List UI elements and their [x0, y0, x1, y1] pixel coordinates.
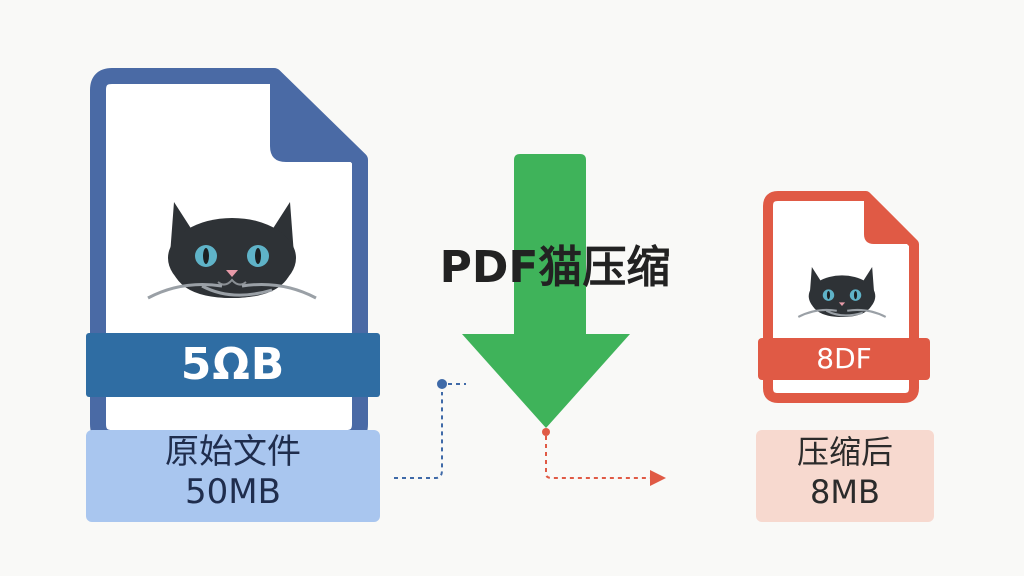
diagram-title: PDF猫压缩 [439, 242, 671, 293]
compressed-size-label: 8DF [816, 342, 872, 375]
cat-face-icon [147, 202, 317, 300]
connector-right [542, 428, 666, 486]
connector-left [394, 379, 466, 479]
original-size-band [86, 333, 380, 397]
compressed-caption-box [756, 430, 934, 522]
compressed-size-band [758, 338, 930, 380]
compressed-caption: 压缩后 8MB [756, 432, 934, 512]
original-caption-size: 50MB [185, 472, 281, 512]
original-caption-title: 原始文件 [165, 432, 301, 472]
original-size-label: 5ΩB [180, 339, 286, 390]
compressed-caption-title: 压缩后 [796, 433, 893, 471]
down-arrow-icon [462, 154, 630, 428]
cat-face-icon [797, 267, 887, 318]
compressed-caption-size: 8MB [810, 473, 880, 511]
original-caption: 原始文件 50MB [86, 432, 380, 512]
original-caption-box [86, 430, 380, 522]
